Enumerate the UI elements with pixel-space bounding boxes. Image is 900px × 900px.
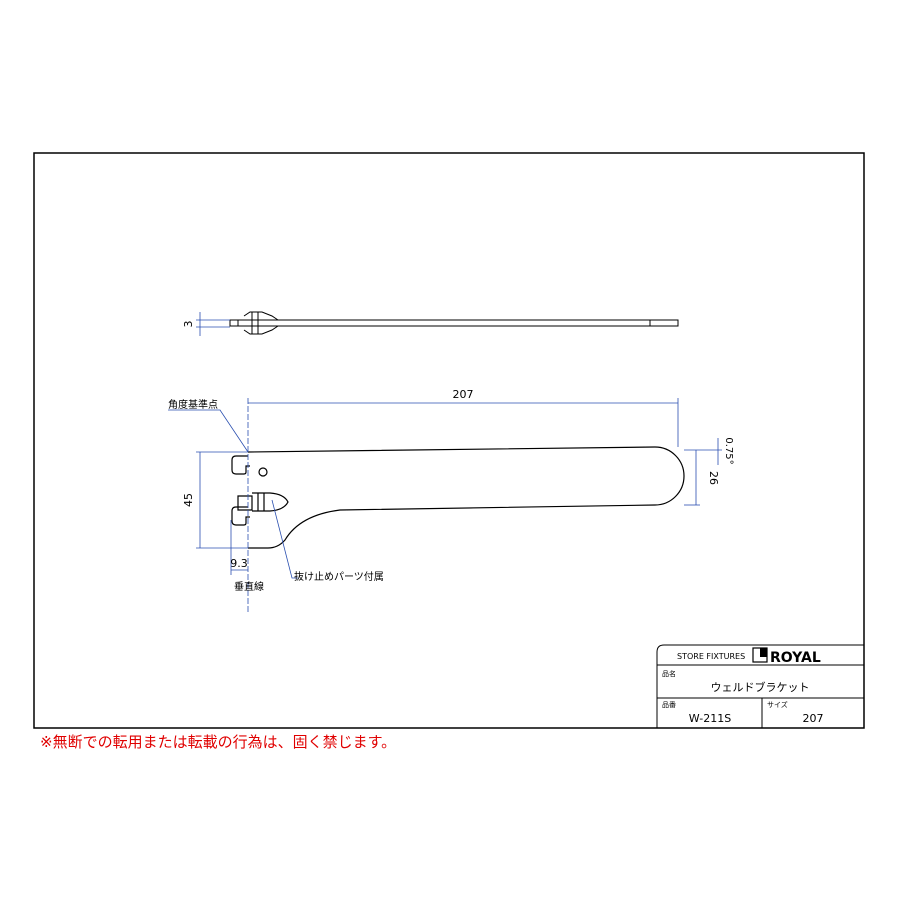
angle-label: 0.75°: [723, 437, 734, 464]
royal-logo-icon: [752, 647, 768, 663]
top-view: [229, 311, 679, 335]
front-view-bracket: [231, 446, 685, 549]
front-dimensions: [168, 398, 722, 612]
upper-slot: [231, 455, 250, 475]
offset-label: 9.3: [230, 557, 248, 570]
thickness-dimension: [196, 312, 230, 336]
stopper-part-top: [243, 311, 279, 335]
title-block: [656, 644, 864, 728]
brand-name: ROYAL: [770, 650, 821, 666]
vertical-line-label: 垂直線: [234, 580, 264, 593]
product-code: W-211S: [689, 712, 731, 725]
stopper-label: 抜け止めパーツ付属: [294, 570, 384, 583]
drawing-frame: [33, 152, 865, 729]
hole: [258, 467, 268, 477]
tip-height-label: 26: [707, 471, 720, 485]
size-heading: サイズ: [767, 700, 788, 709]
company-tagline: STORE FIXTURES: [677, 652, 745, 661]
height-label: 45: [182, 493, 195, 507]
thickness-label: 3: [182, 321, 195, 328]
product-name: ウェルドブラケット: [711, 680, 810, 694]
lower-slot: [231, 506, 250, 526]
product-code-heading: 品番: [662, 701, 676, 709]
angle-reference-label: 角度基準点: [168, 398, 218, 411]
copyright-note: ※無断での転用または転載の行為は、固く禁じます。: [40, 733, 397, 751]
stopper-part: [237, 492, 289, 512]
length-label: 207: [453, 388, 474, 401]
size-value: 207: [803, 712, 824, 725]
product-name-heading: 品名: [662, 669, 676, 678]
